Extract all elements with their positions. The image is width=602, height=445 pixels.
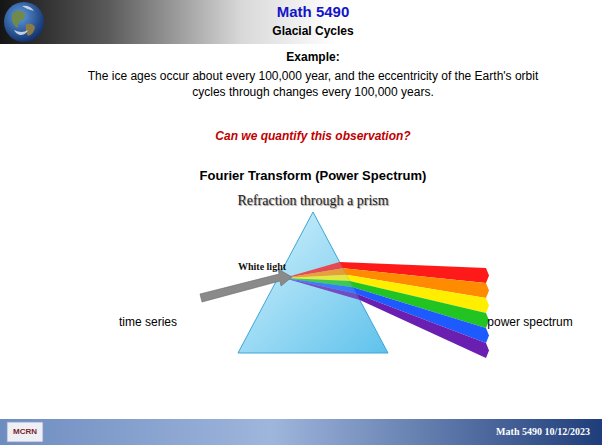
slide-subtitle: Glacial Cycles: [163, 24, 463, 38]
footer-text: Math 5490 10/12/2023: [390, 426, 590, 438]
footer-band: [0, 419, 602, 445]
figure-title: Refraction through a prism: [163, 192, 463, 209]
body-text: The ice ages occur about every 100,000 y…: [83, 68, 543, 100]
figure-label: time series: [88, 315, 208, 329]
section-heading: Fourier Transform (Power Spectrum): [113, 168, 513, 184]
refracted-band: [284, 278, 360, 300]
spectrum-band: [353, 287, 489, 343]
slide-title: Math 5490: [163, 3, 463, 21]
prism-illustration: [200, 212, 489, 358]
figure-label: White light: [222, 261, 302, 273]
earth-globe: [4, 2, 44, 42]
light-arrow: [200, 269, 292, 302]
header-band: [0, 0, 602, 44]
spectrum-band: [356, 294, 489, 358]
question-text: Can we quantify this observation?: [133, 129, 493, 143]
logo-box: [7, 422, 43, 442]
logo-text: MCRN: [7, 427, 43, 437]
section-heading: Example:: [213, 50, 413, 64]
figure-label: power spectrum: [470, 315, 590, 329]
